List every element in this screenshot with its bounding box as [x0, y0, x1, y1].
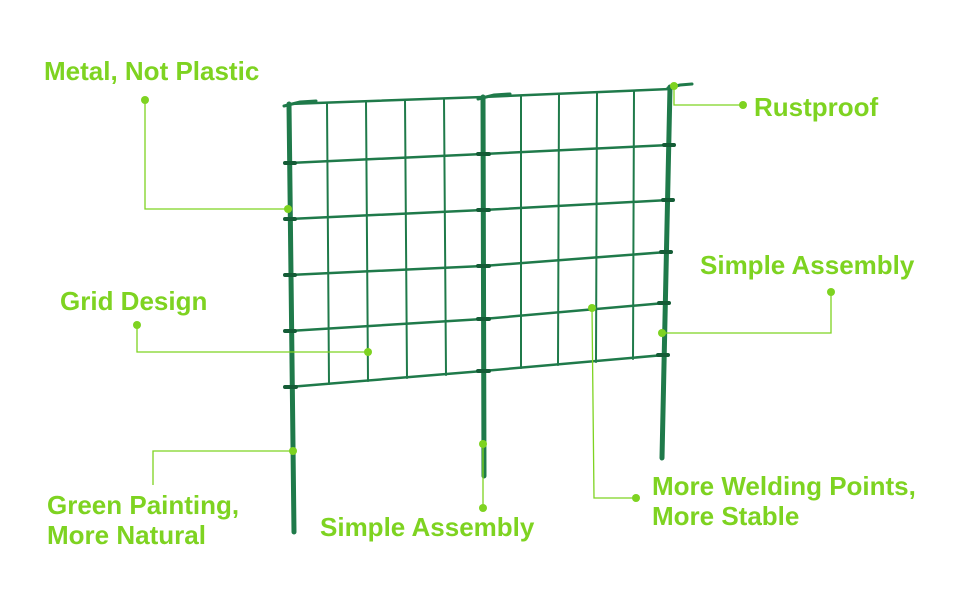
fence-bars-right [520, 90, 635, 369]
label-simple-assembly-bottom: Simple Assembly [320, 512, 535, 542]
label-green-painting-line1: Green Painting, [47, 490, 240, 520]
callout-dot [632, 494, 640, 502]
label-welding-points: More Welding Points, More Stable [652, 471, 916, 531]
callout-dot [141, 96, 149, 104]
callout-dot [658, 329, 666, 337]
callout-lines [136, 86, 832, 508]
callout-dot [284, 205, 292, 213]
label-simple-assembly-right: Simple Assembly [700, 250, 915, 280]
callout-dot [364, 348, 372, 356]
label-green-painting: Green Painting, More Natural [47, 490, 239, 550]
fence-stake-right [659, 84, 673, 461]
label-grid-design: Grid Design [60, 286, 208, 316]
callout-dot [739, 101, 747, 109]
callout-dot [133, 321, 141, 329]
callout-line-rustproof [673, 86, 743, 106]
fence-stake-left [286, 101, 297, 535]
callout-dot [479, 504, 487, 512]
fence-stake-middle [480, 94, 487, 479]
callout-dot [670, 82, 678, 90]
callout-dot [827, 288, 835, 296]
label-welding-line2: More Stable [652, 501, 800, 531]
callout-line-welding [591, 307, 636, 499]
callout-line-grid [136, 325, 368, 353]
fence-rails-right [481, 87, 672, 373]
callout-line-simple-right [662, 292, 832, 334]
label-green-painting-line2: More Natural [47, 520, 206, 550]
label-rustproof: Rustproof [754, 92, 879, 122]
fence-panel [282, 82, 694, 535]
fence-clips [283, 143, 676, 389]
label-welding-line1: More Welding Points, [652, 471, 916, 501]
callout-dot [289, 447, 297, 455]
callout-dots [133, 82, 835, 512]
callout-dot [479, 440, 487, 448]
fence-rails-left [287, 95, 485, 389]
callout-dot [588, 304, 596, 312]
label-metal-not-plastic: Metal, Not Plastic [44, 56, 260, 86]
callout-line-metal [144, 100, 288, 210]
fence-bars-left [326, 98, 447, 385]
callout-line-green [152, 450, 293, 485]
